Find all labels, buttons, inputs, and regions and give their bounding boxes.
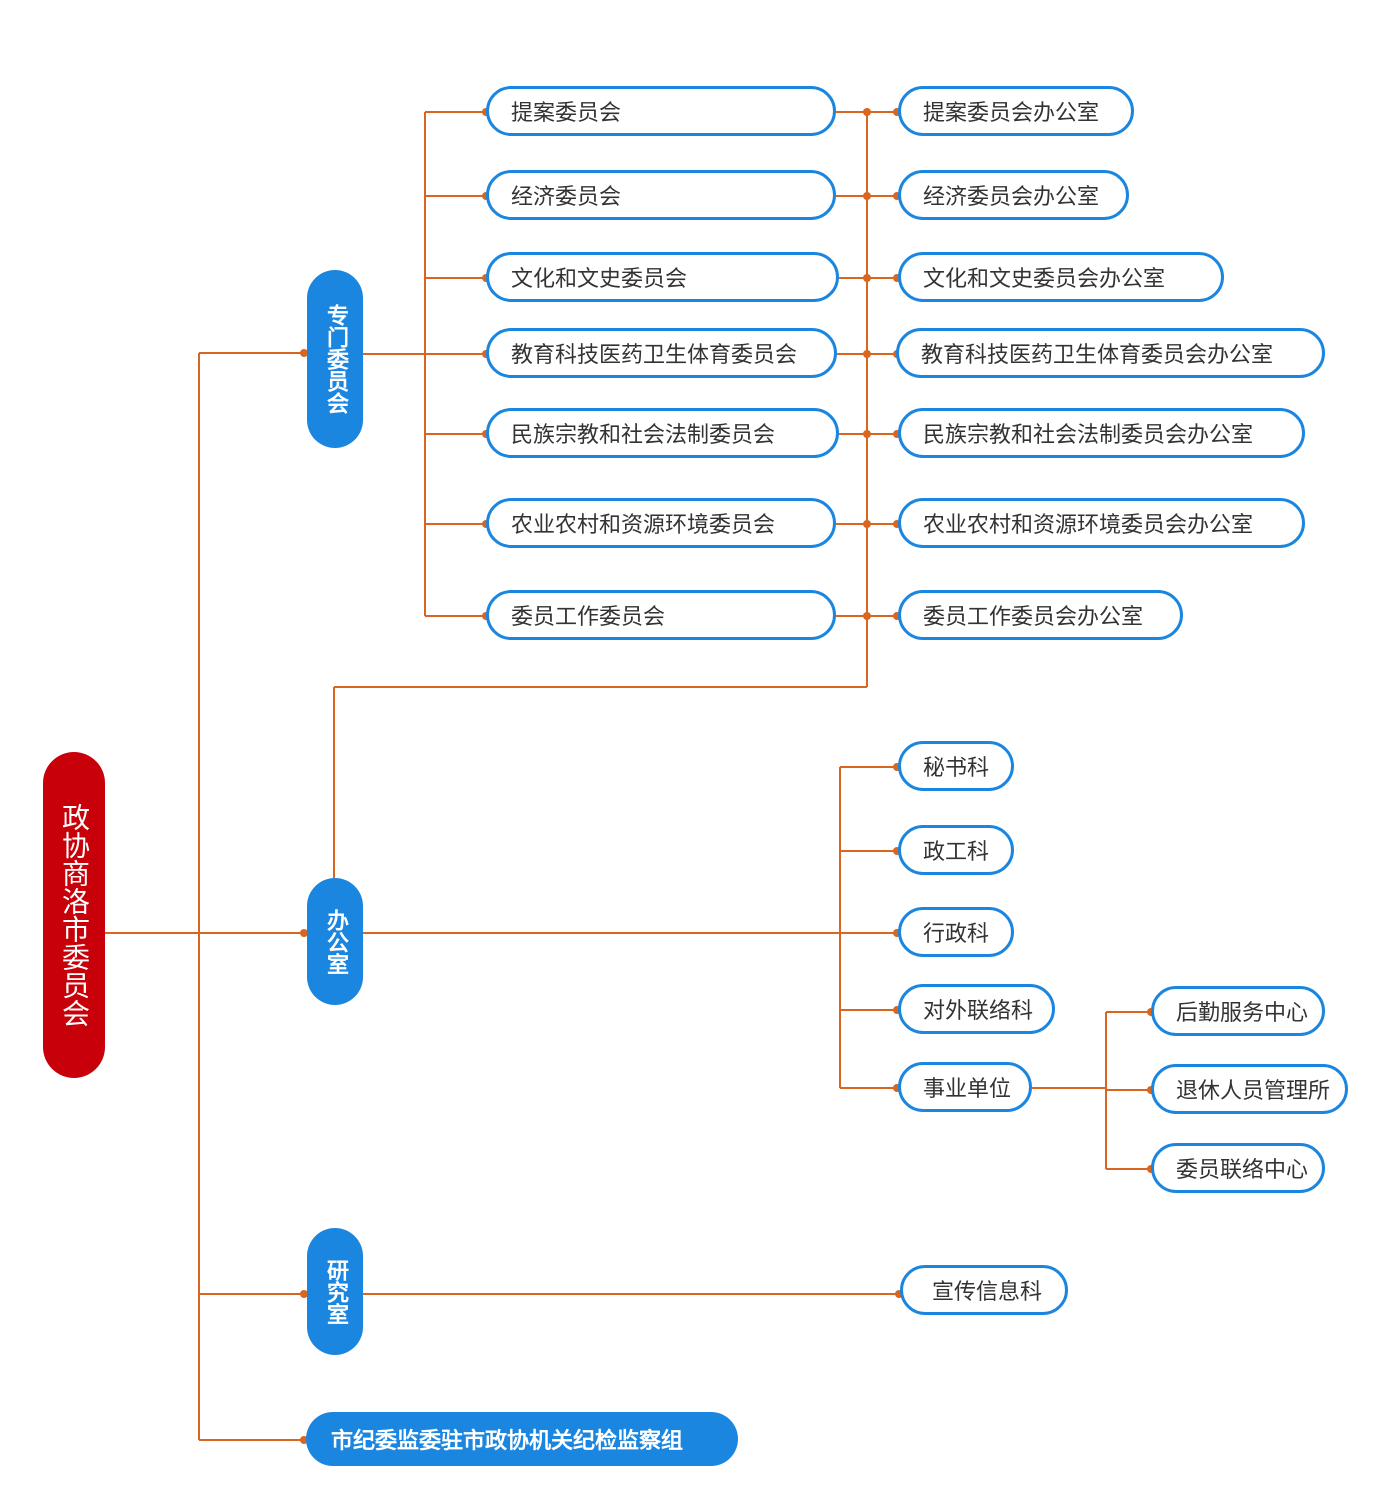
committee-office-node: 委员工作委员会办公室 <box>898 590 1183 640</box>
office-section-node: 行政科 <box>898 907 1014 957</box>
connector-dot <box>300 929 308 937</box>
office-section-node: 秘书科 <box>898 741 1014 791</box>
committee-node: 文化和文史委员会 <box>486 252 839 302</box>
research-node: 研究室 <box>307 1228 363 1355</box>
office-section-label: 秘书科 <box>923 756 990 781</box>
office-section-label: 对外联络科 <box>923 999 1034 1024</box>
connector-dot <box>300 1290 308 1298</box>
office-label: 办公室 <box>323 908 348 975</box>
committee-office-node: 文化和文史委员会办公室 <box>898 252 1224 302</box>
committee-office-node: 提案委员会办公室 <box>898 86 1134 136</box>
committees-node: 专门委员会 <box>307 270 363 448</box>
office-section-label: 政工科 <box>923 840 990 865</box>
public-unit-node: 退休人员管理所 <box>1151 1064 1348 1114</box>
committee-label: 农业农村和资源环境委员会 <box>511 513 776 538</box>
committee-label: 文化和文史委员会 <box>511 267 688 292</box>
public-unit-label: 后勤服务中心 <box>1176 1001 1309 1026</box>
committee-node: 教育科技医药卫生体育委员会 <box>486 328 837 378</box>
committee-office-node: 经济委员会办公室 <box>898 170 1129 220</box>
public-unit-node: 委员联络中心 <box>1151 1143 1325 1193</box>
committee-office-label: 教育科技医药卫生体育委员会办公室 <box>921 343 1274 368</box>
root-label: 政协商洛市委员会 <box>58 803 91 1027</box>
committee-office-node: 农业农村和资源环境委员会办公室 <box>898 498 1305 548</box>
committee-office-node: 教育科技医药卫生体育委员会办公室 <box>896 328 1325 378</box>
committee-office-label: 经济委员会办公室 <box>923 185 1100 210</box>
committee-node: 委员工作委员会 <box>486 590 836 640</box>
committee-office-label: 委员工作委员会办公室 <box>923 605 1144 630</box>
committee-label: 委员工作委员会 <box>511 605 666 630</box>
committee-label: 教育科技医药卫生体育委员会 <box>511 343 798 368</box>
committee-node: 农业农村和资源环境委员会 <box>486 498 836 548</box>
connector-dot <box>300 349 308 357</box>
discipline-node: 市纪委监委驻市政协机关纪检监察组 <box>306 1412 738 1466</box>
office-section-label: 事业单位 <box>923 1077 1012 1102</box>
committee-office-label: 农业农村和资源环境委员会办公室 <box>923 513 1254 538</box>
committee-label: 民族宗教和社会法制委员会 <box>511 423 776 448</box>
office-node: 办公室 <box>307 878 363 1005</box>
committee-office-label: 文化和文史委员会办公室 <box>923 267 1166 292</box>
committee-label: 经济委员会 <box>511 185 622 210</box>
public-unit-label: 退休人员管理所 <box>1176 1079 1331 1104</box>
office-section-node: 政工科 <box>898 825 1014 875</box>
office-section-node: 事业单位 <box>898 1062 1032 1112</box>
committee-node: 民族宗教和社会法制委员会 <box>486 408 839 458</box>
committee-node: 提案委员会 <box>486 86 836 136</box>
committee-node: 经济委员会 <box>486 170 836 220</box>
research-section-label: 宣传信息科 <box>932 1280 1043 1305</box>
research-label: 研究室 <box>323 1258 348 1325</box>
discipline-label: 市纪委监委驻市政协机关纪检监察组 <box>331 1429 684 1454</box>
public-unit-label: 委员联络中心 <box>1176 1158 1309 1183</box>
committee-label: 提案委员会 <box>511 101 622 126</box>
office-section-node: 对外联络科 <box>898 984 1055 1034</box>
committees-label: 专门委员会 <box>323 304 348 414</box>
research-section-node: 宣传信息科 <box>900 1265 1068 1315</box>
root-node: 政协商洛市委员会 <box>43 752 105 1078</box>
committee-office-label: 提案委员会办公室 <box>923 101 1100 126</box>
public-unit-node: 后勤服务中心 <box>1151 986 1325 1036</box>
office-section-label: 行政科 <box>923 922 990 947</box>
committee-office-label: 民族宗教和社会法制委员会办公室 <box>923 423 1254 448</box>
committee-office-node: 民族宗教和社会法制委员会办公室 <box>898 408 1305 458</box>
